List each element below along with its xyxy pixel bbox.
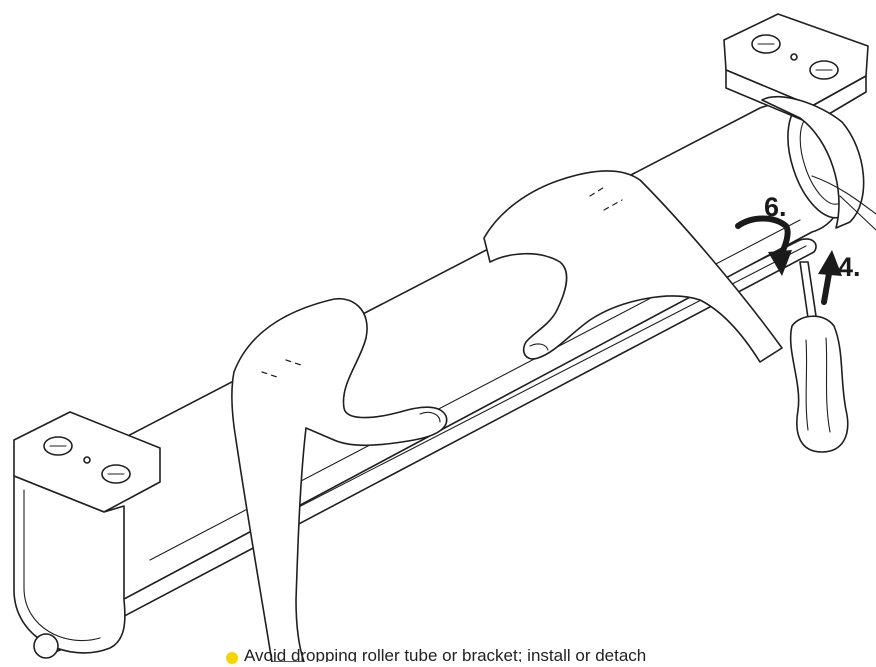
left-hand <box>231 298 448 663</box>
right-hand <box>483 170 783 363</box>
left-bracket <box>13 411 161 659</box>
step-4-label: 4. <box>838 252 861 282</box>
step-6-label: 6. <box>764 192 787 222</box>
caption-bullet-icon <box>226 652 238 664</box>
right-bracket <box>723 13 869 229</box>
caption-text: Avoid dropping roller tube or bracket; i… <box>244 646 647 662</box>
arrow-up-icon <box>818 250 842 305</box>
curved-arrow-down-icon <box>735 215 792 276</box>
screwdriver-icon <box>789 261 849 453</box>
roller-tube <box>77 103 845 601</box>
leader-line <box>811 175 876 231</box>
